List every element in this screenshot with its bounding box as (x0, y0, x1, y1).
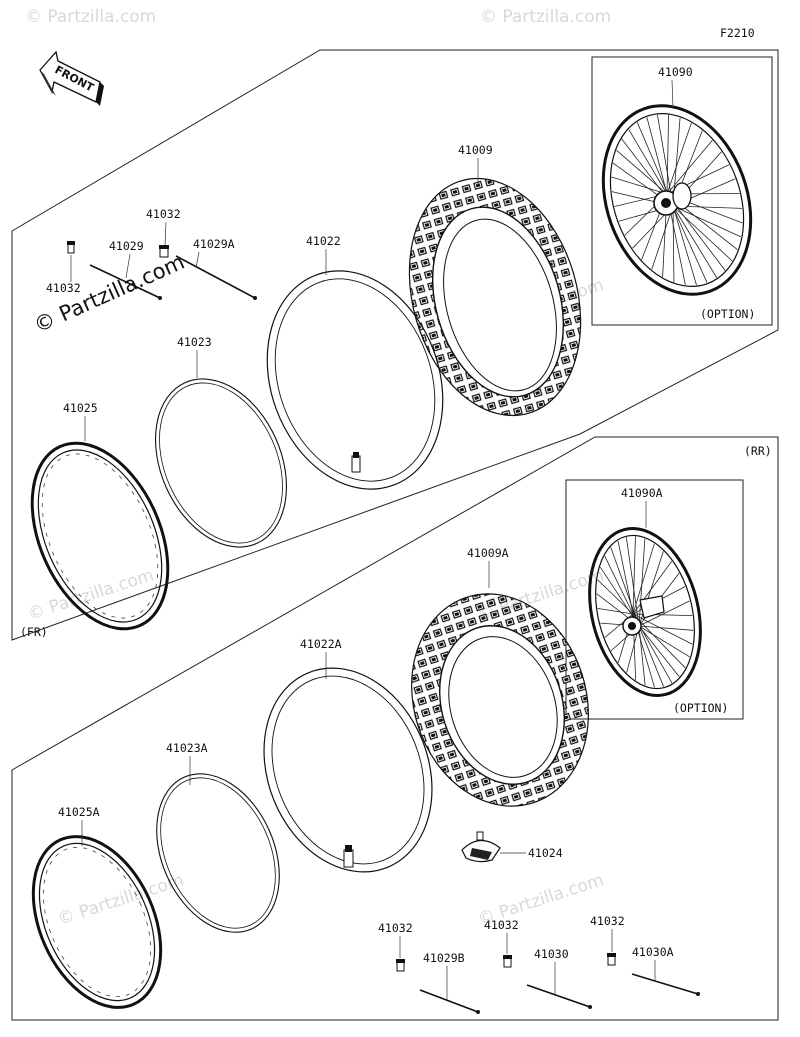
front-arrow-icon: FRONT (39, 50, 104, 106)
diagram-code: F2210 (720, 26, 755, 40)
front-tube (266, 270, 444, 490)
part-label-41025: 41025 (63, 401, 98, 415)
front-spokes-nipples (67, 241, 257, 300)
part-label-41032-top: 41032 (146, 207, 181, 221)
part-label-41024: 41024 (528, 846, 563, 860)
part-label-41029: 41029 (109, 239, 144, 253)
svg-text:© Partzilla.com: © Partzilla.com (480, 7, 611, 27)
part-label-41009a: 41009A (467, 546, 509, 560)
front-rim-band (154, 378, 288, 548)
part-label-41022a: 41022A (300, 637, 342, 651)
part-label-41029a: 41029A (193, 237, 235, 251)
front-rim (30, 441, 170, 631)
part-label-41032-b1: 41032 (378, 921, 413, 935)
rear-spokes-nipples (396, 953, 700, 1014)
svg-text:© Partzilla.com: © Partzilla.com (55, 870, 186, 930)
rear-tire (411, 593, 589, 807)
part-label-41009: 41009 (458, 143, 493, 157)
rear-section-label: (RR) (744, 444, 772, 458)
part-label-41090: 41090 (658, 65, 693, 79)
front-section-label: (FR) (20, 625, 48, 639)
front-tire (408, 177, 582, 417)
rear-section-frame (11, 436, 779, 1021)
part-label-41030a: 41030A (632, 945, 674, 959)
rim-lock (461, 831, 501, 863)
rear-option-label: (OPTION) (673, 701, 728, 715)
part-label-41023: 41023 (177, 335, 212, 349)
part-label-41032-b2: 41032 (484, 918, 519, 932)
part-label-41029b: 41029B (423, 951, 465, 965)
part-label-41023a: 41023A (166, 741, 208, 755)
part-label-41032-left: 41032 (46, 281, 81, 295)
part-label-41022: 41022 (306, 234, 341, 248)
front-wheel-assembly (601, 104, 753, 296)
rear-rim (31, 835, 163, 1009)
part-label-41032-b3: 41032 (590, 914, 625, 928)
front-section-frame (11, 49, 779, 641)
section-boundaries (11, 49, 779, 1021)
part-label-41090a: 41090A (621, 486, 663, 500)
part-label-41025a: 41025A (58, 805, 100, 819)
rear-option-box (565, 479, 744, 720)
rear-tube (263, 667, 433, 873)
svg-text:© Partzilla.com: © Partzilla.com (25, 7, 156, 27)
rear-wheel-assembly (588, 527, 702, 697)
front-option-box (591, 56, 773, 326)
front-option-label: (OPTION) (700, 307, 755, 321)
rear-rim-band (156, 773, 280, 933)
part-label-41030: 41030 (534, 947, 569, 961)
